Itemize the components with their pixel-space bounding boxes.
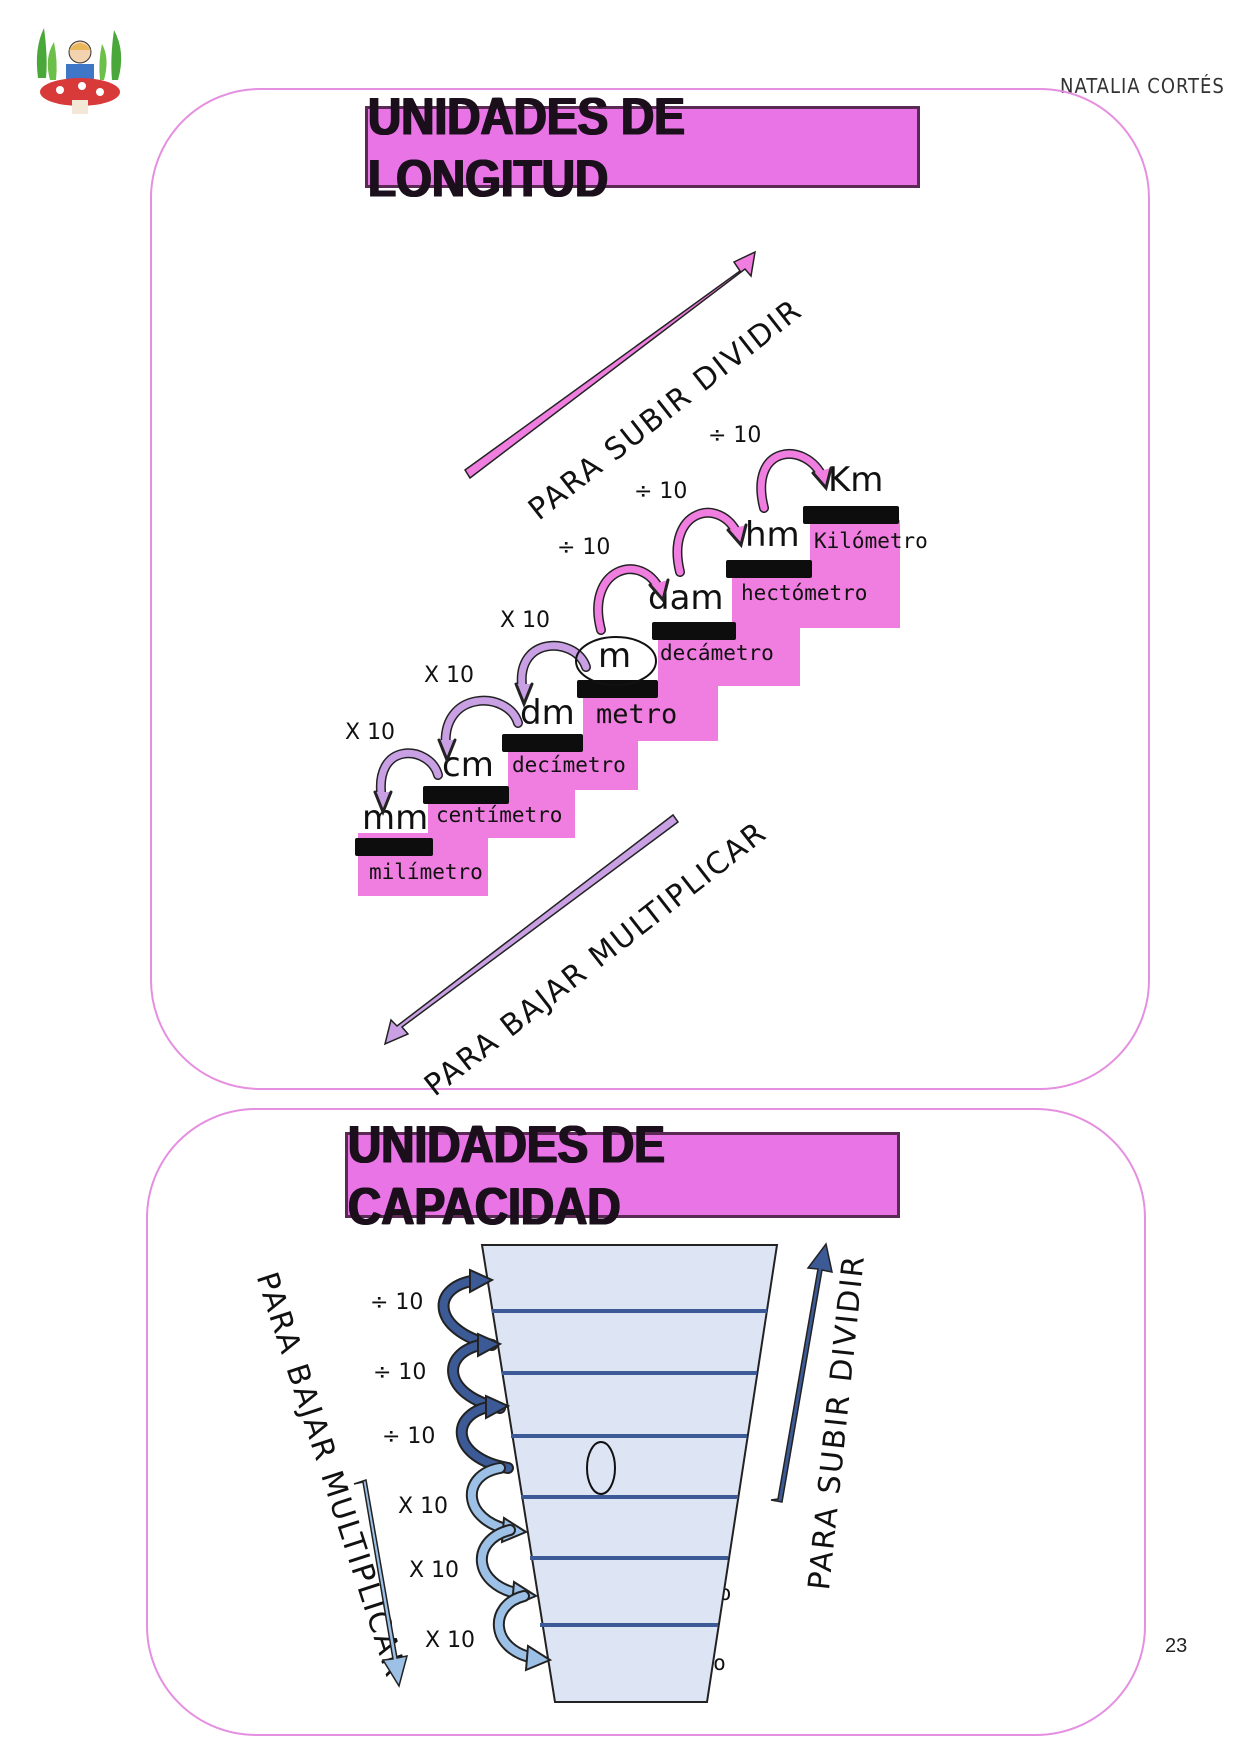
- curve-arrow-cm-mm: [373, 748, 443, 817]
- step-bar-km: [803, 506, 899, 524]
- unit-abbr-dm: dm: [520, 693, 575, 733]
- curve-arrow-hm-km: [756, 449, 833, 513]
- longitud-title: UNIDADES DE LONGITUD: [368, 86, 685, 208]
- cap-arrow-l-dal: [455, 1394, 514, 1474]
- unit-name-km: Kilómetro: [814, 529, 928, 553]
- unit-abbr-m: m: [598, 636, 632, 676]
- capacidad-panel: [146, 1108, 1146, 1736]
- unit-name-hm: hectómetro: [741, 581, 868, 605]
- unit-name-m: metro: [596, 699, 678, 730]
- habla-logo-icon: [36, 28, 122, 114]
- cap-op-dal-l: ÷ 10: [382, 1424, 436, 1449]
- unit-name-dam: decámetro: [660, 641, 774, 665]
- curve-arrow-m-dam: [593, 564, 670, 635]
- curve-arrow-m-dm: [514, 640, 591, 709]
- capacidad-title: UNIDADES DE CAPACIDAD: [348, 1114, 665, 1236]
- op-dam-hm: ÷ 10: [634, 479, 688, 504]
- step-bar-cm: [423, 786, 509, 804]
- cap-op-hl-dal: ÷ 10: [373, 1360, 427, 1385]
- longitud-down-arrow: [383, 813, 680, 1046]
- capacidad-up-arrow: [770, 1242, 833, 1503]
- cap-arrow-hl-kl: [437, 1268, 498, 1351]
- curve-arrow-dam-hm: [672, 507, 748, 577]
- capacity-funnel: [480, 1244, 779, 1703]
- longitud-up-arrow: [463, 250, 756, 480]
- longitud-panel: [150, 88, 1150, 1090]
- cap-arrow-dal-hl: [447, 1332, 506, 1414]
- capacidad-down-arrow: [353, 1479, 409, 1688]
- step-bar-mm: [355, 838, 433, 856]
- step-fill-km: [810, 520, 900, 565]
- op-m-dam: ÷ 10: [557, 535, 611, 560]
- liter-highlight-circle: [586, 1441, 616, 1495]
- unit-abbr-km: Km: [828, 460, 884, 500]
- curve-arrow-dm-cm: [437, 695, 523, 765]
- cap-op-kl-hl: ÷ 10: [370, 1290, 424, 1315]
- step-bar-dam: [652, 622, 736, 640]
- capacidad-title-banner: UNIDADES DE CAPACIDAD: [345, 1114, 900, 1236]
- step-bar-m: [577, 680, 658, 698]
- logo: [30, 18, 130, 118]
- author-name: NATALIA CORTÉS: [1060, 74, 1225, 98]
- cap-op-cl-ml: X 10: [425, 1628, 476, 1653]
- unit-name-cm: centímetro: [436, 803, 563, 827]
- longitud-title-banner: UNIDADES DE LONGITUD: [365, 86, 920, 208]
- op-mm-cm: X 10: [345, 720, 396, 745]
- page-number: 23: [1165, 1635, 1188, 1657]
- unit-abbr-hm: hm: [745, 515, 800, 555]
- meter-highlight-circle: [575, 636, 657, 686]
- cap-arrow-cl-ml: [493, 1590, 553, 1672]
- op-dm-m: X 10: [500, 608, 551, 633]
- op-hm-km: ÷ 10: [708, 423, 762, 448]
- unit-name-dm: decímetro: [512, 753, 626, 777]
- step-bar-hm: [726, 560, 812, 578]
- unit-name-mm: milímetro: [369, 860, 483, 884]
- cap-op-l-dl: X 10: [398, 1494, 449, 1519]
- step-bar-dm: [502, 734, 583, 752]
- unit-abbr-mm: mm: [362, 798, 429, 838]
- op-cm-dm: X 10: [424, 663, 475, 688]
- cap-op-dl-cl: X 10: [409, 1558, 460, 1583]
